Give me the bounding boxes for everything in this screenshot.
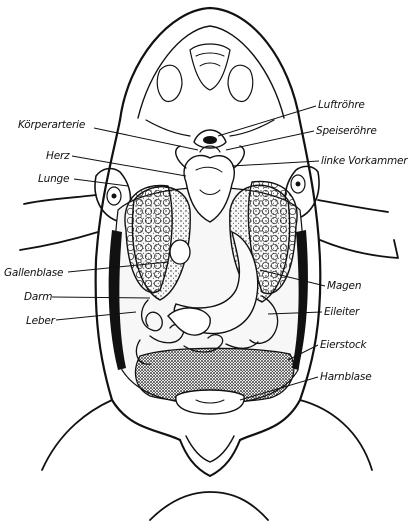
label-gallenblase: Gallenblase xyxy=(4,267,63,279)
label-luftroehre: Luftröhre xyxy=(318,99,365,111)
label-koerperarterie: Körperarterie xyxy=(18,119,85,131)
label-linke-vorkammer: linke Vorkammer xyxy=(321,155,408,167)
label-herz: Herz xyxy=(46,150,70,162)
label-darm: Darm xyxy=(24,291,52,303)
bladder xyxy=(176,390,244,414)
label-lunge: Lunge xyxy=(38,173,69,185)
label-harnblase: Harnblase xyxy=(320,371,371,383)
label-speiseroehre: Speiseröhre xyxy=(316,125,377,137)
label-eileiter: Eileiter xyxy=(324,306,360,318)
mouth-structures xyxy=(146,44,274,148)
label-magen: Magen xyxy=(327,280,361,292)
label-leber: Leber xyxy=(26,315,56,327)
label-eierstock: Eierstock xyxy=(320,339,368,351)
gallbladder xyxy=(170,240,190,264)
